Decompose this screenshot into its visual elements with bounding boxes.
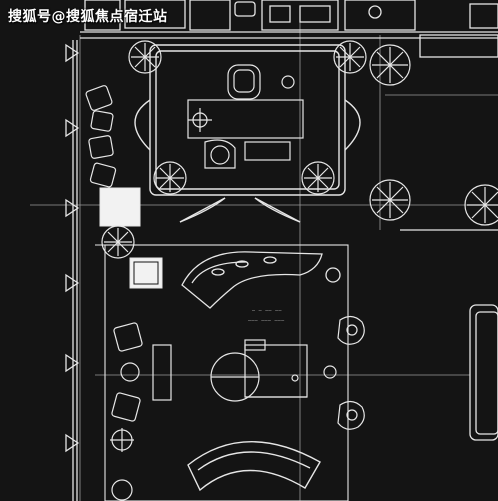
lounge-room bbox=[95, 244, 349, 501]
plan-label-lower: ——— ——— ——— bbox=[248, 318, 285, 324]
watermark-text: 搜狐号@搜狐焦点宿迁站 bbox=[8, 9, 168, 25]
right-elements bbox=[400, 34, 498, 441]
curved-sofa bbox=[181, 251, 341, 309]
curved-bench bbox=[187, 441, 321, 492]
left-chairs bbox=[85, 85, 172, 501]
central-desk bbox=[210, 339, 308, 402]
column-blocks bbox=[99, 187, 163, 289]
dining-room bbox=[134, 44, 361, 223]
right-lounge-chairs bbox=[323, 315, 365, 430]
plan-label-upper: — — —— —— bbox=[252, 308, 282, 314]
left-wall bbox=[65, 40, 80, 501]
top-wall bbox=[80, 0, 498, 39]
round-planters bbox=[101, 40, 498, 259]
dining-furniture bbox=[187, 64, 304, 169]
